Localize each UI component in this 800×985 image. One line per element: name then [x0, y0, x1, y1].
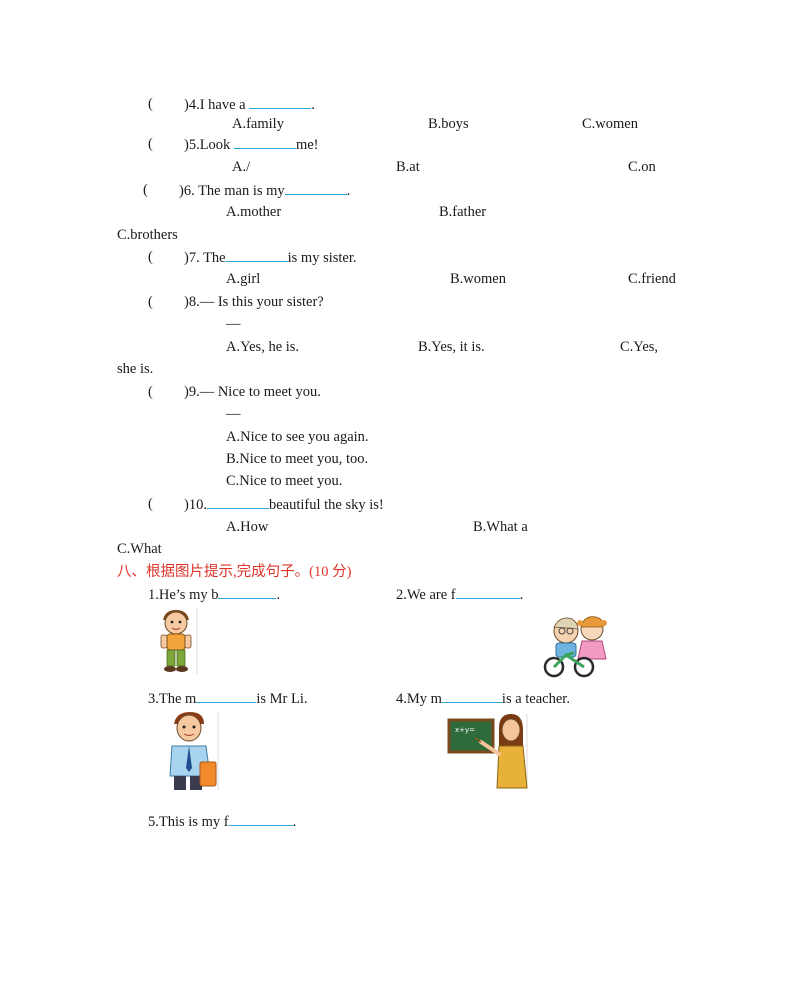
question-6: )6. The man is my.	[179, 181, 351, 199]
man-illustration	[162, 710, 220, 792]
option-a: A.How	[226, 519, 269, 535]
option-a: A.Yes, he is.	[226, 339, 300, 355]
sentence-1: 1.He’s my b.	[148, 585, 281, 603]
sentence-5: 5.This is my f.	[148, 812, 297, 830]
option-c: C.women	[582, 116, 638, 132]
answer-blank[interactable]	[284, 181, 347, 195]
question-8: )8.— Is this your sister?	[184, 294, 324, 310]
sentence-2: 2.We are f.	[396, 585, 524, 603]
board-text: x+y=	[455, 726, 475, 734]
answer-blank[interactable]	[206, 495, 269, 509]
option-c: C.What	[117, 541, 162, 557]
question-9: )9.— Nice to meet you.	[184, 384, 321, 400]
option-b: B.at	[396, 159, 420, 175]
answer-paren: (	[148, 496, 153, 512]
option-a: A./	[232, 159, 251, 175]
answer-blank[interactable]	[196, 689, 257, 703]
boy-illustration	[153, 606, 199, 676]
answer-blank[interactable]	[225, 248, 288, 262]
option-b: B.boys	[428, 116, 469, 132]
section-heading: 八、根据图片提示,完成句子。(10 分)	[117, 564, 352, 580]
answer-paren: (	[148, 136, 153, 152]
option-c: C.Nice to meet you.	[226, 473, 343, 489]
friends-on-bike-illustration	[540, 609, 618, 679]
answer-blank[interactable]	[228, 812, 293, 826]
answer-blank[interactable]	[249, 95, 312, 109]
question-10: )10.beautiful the sky is!	[184, 495, 384, 513]
option-a: A.Nice to see you again.	[226, 429, 369, 445]
option-b: B.father	[439, 204, 487, 220]
answer-paren: (	[148, 294, 153, 310]
question-5: )5.Look me!	[184, 135, 319, 153]
option-a: A.mother	[226, 204, 282, 220]
option-b: B.What a	[473, 519, 528, 535]
option-c: C.brothers	[117, 227, 178, 243]
option-b: B.Yes, it is.	[418, 339, 485, 355]
answer-paren: (	[148, 96, 153, 112]
option-a: A.family	[232, 116, 284, 132]
option-b: B.women	[450, 271, 506, 287]
response-dash: —	[226, 406, 241, 422]
answer-blank[interactable]	[233, 135, 296, 149]
teacher-illustration: x+y=	[447, 712, 529, 790]
answer-paren: (	[148, 384, 153, 400]
answer-paren: (	[143, 182, 148, 198]
answer-blank[interactable]	[455, 585, 520, 599]
option-c: C.on	[628, 159, 656, 175]
option-c: C.friend	[628, 271, 676, 287]
option-c-continued: she is.	[117, 361, 154, 377]
question-4: )4.I have a .	[184, 95, 315, 113]
option-a: A.girl	[226, 271, 261, 287]
answer-blank[interactable]	[218, 585, 277, 599]
response-dash: —	[226, 316, 241, 332]
option-c: C.Yes,	[620, 339, 659, 355]
option-b: B.Nice to meet you, too.	[226, 451, 369, 467]
answer-paren: (	[148, 249, 153, 265]
answer-blank[interactable]	[441, 689, 502, 703]
